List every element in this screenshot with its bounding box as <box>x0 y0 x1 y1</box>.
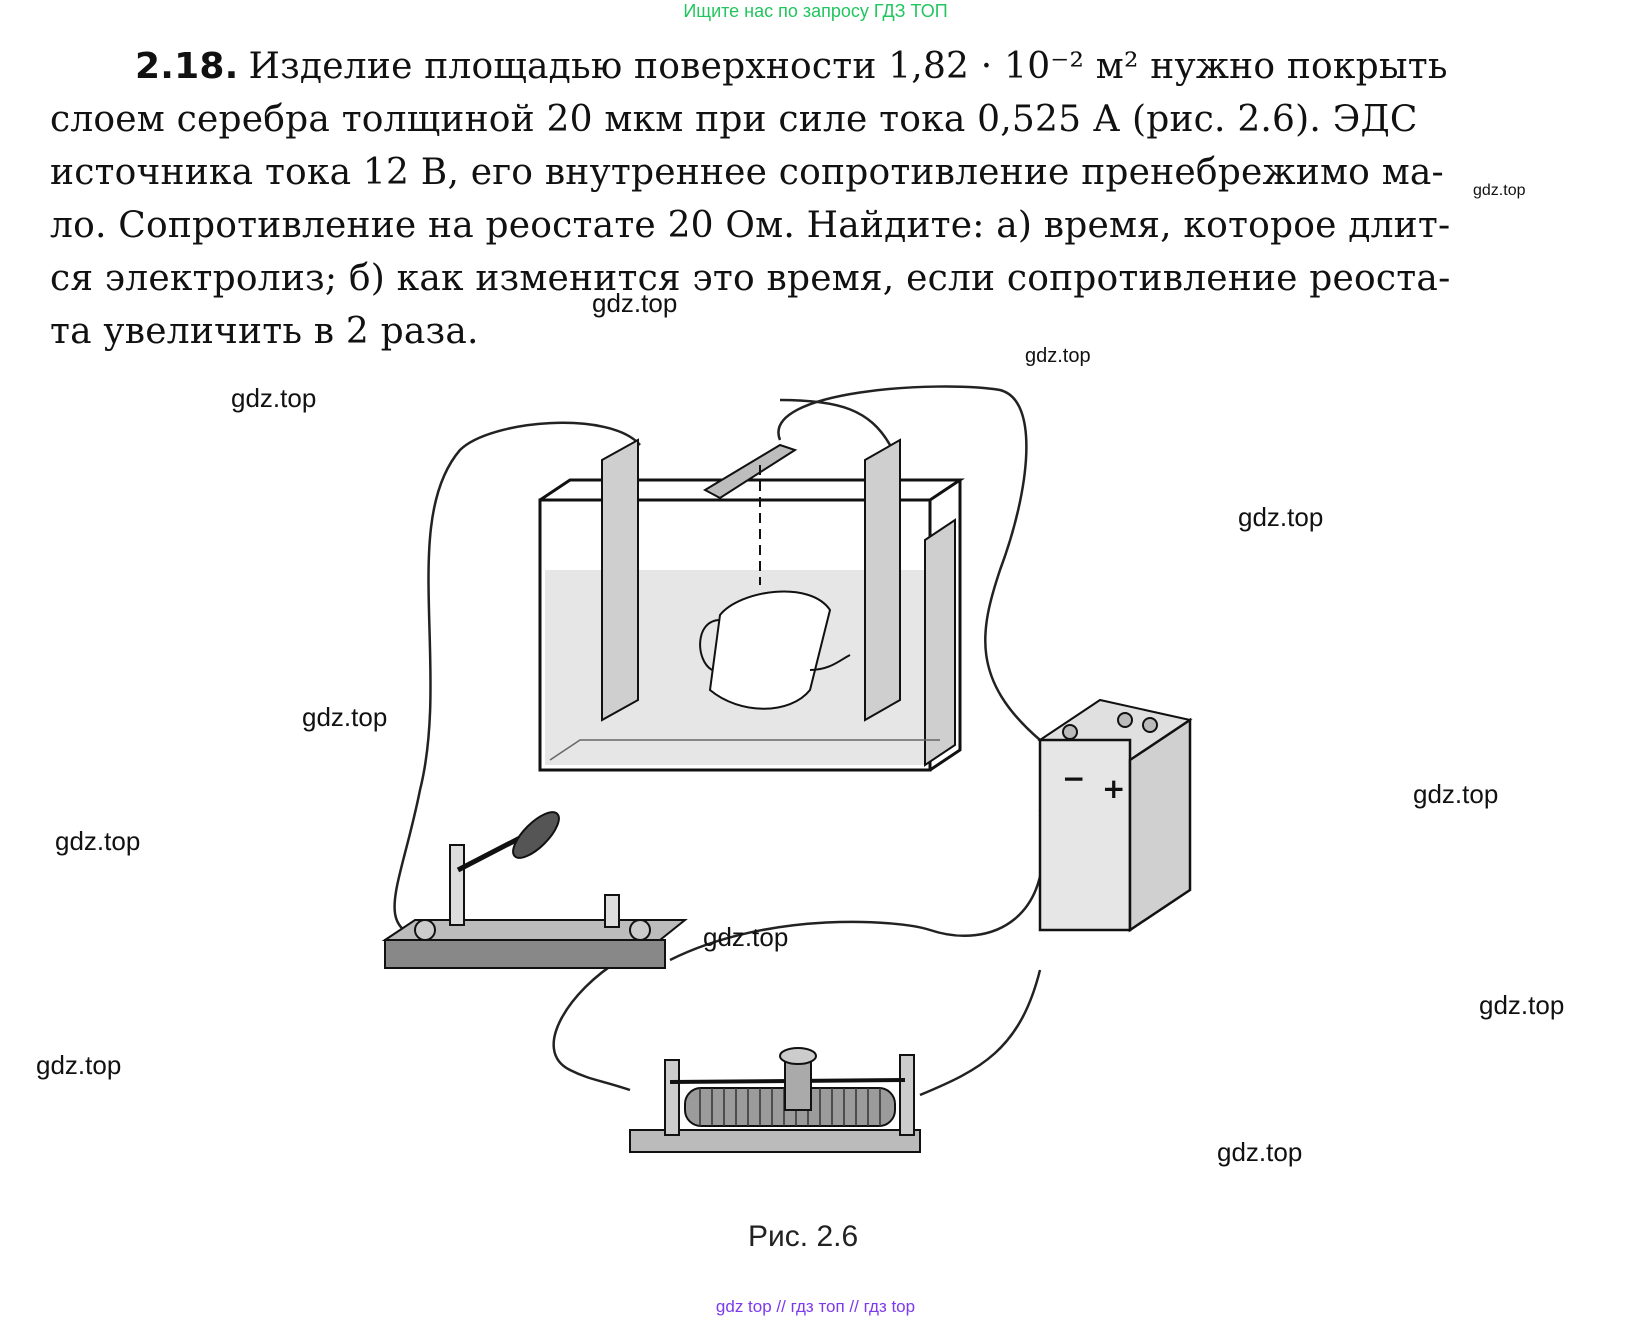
problem-line-5: ся электролиз; б) как изменится это врем… <box>50 258 1451 299</box>
connecting-wires <box>393 385 1045 1097</box>
anode-plate-left <box>601 438 639 722</box>
silvered-object-jug <box>699 590 851 710</box>
problem-line-6: та увеличить в 2 раза. <box>50 311 479 352</box>
watermark: gdz.top <box>1238 502 1324 532</box>
rheostat <box>629 1047 921 1153</box>
battery-plus-label: + <box>1102 772 1125 805</box>
problem-number: 2.18. <box>135 46 239 87</box>
watermark: gdz.top <box>1413 779 1499 809</box>
problem-line-1: 2.18.Изделие площадью поверхности 1,82 ·… <box>135 46 1448 87</box>
problem-line-4: ло. Сопротивление на реостате 20 Ом. Най… <box>50 205 1451 246</box>
figure-caption: Рис. 2.6 <box>748 1220 859 1253</box>
bottom-banner-link[interactable]: gdz top // гдз топ // гдз top <box>715 1297 916 1316</box>
watermark: gdz.top <box>703 922 789 952</box>
watermark: gdz.top <box>1473 182 1526 199</box>
electrolysis-circuit-figure: − + <box>381 385 1193 1153</box>
watermark: gdz.top <box>231 383 317 413</box>
watermark: gdz.top <box>302 702 388 732</box>
problem-line-3: источника тока 12 В, его внутреннее сопр… <box>50 152 1444 193</box>
battery-minus-label: − <box>1062 762 1085 795</box>
battery: − + <box>1037 698 1193 933</box>
anode-plate-right <box>864 438 901 722</box>
knife-switch <box>381 811 688 969</box>
cathode-holder-bar <box>702 443 798 585</box>
watermark: gdz.top <box>55 826 141 856</box>
problem-text: 2.18.Изделие площадью поверхности 1,82 ·… <box>50 40 1595 358</box>
watermark: gdz.top <box>1479 990 1565 1020</box>
watermark: gdz.top <box>1217 1137 1303 1167</box>
problem-line-2: слоем серебра толщиной 20 мкм при силе т… <box>50 99 1418 140</box>
watermark: gdz.top <box>36 1050 122 1080</box>
watermark: gdz.top <box>592 288 678 318</box>
watermark: gdz.top <box>1025 345 1091 367</box>
top-banner-link[interactable]: Ищите нас по запросу ГДЗ ТОП <box>683 1 948 21</box>
